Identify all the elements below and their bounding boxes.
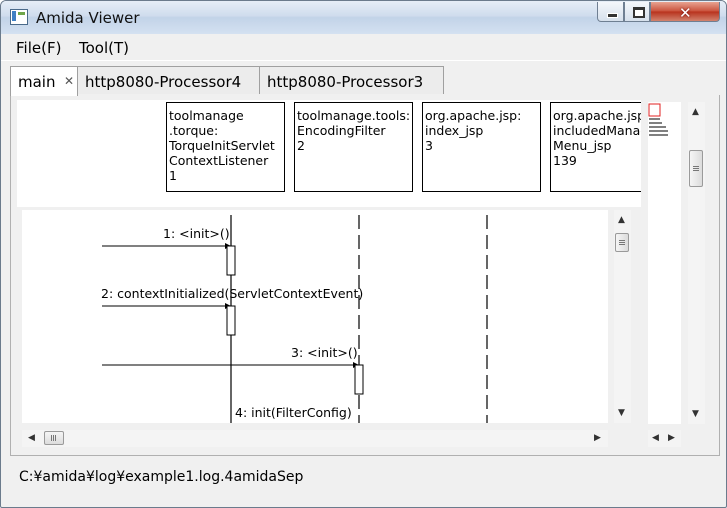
lifeline-box[interactable]: toolmanage.tools: EncodingFilter 2 [294, 102, 413, 192]
message-label-4: 4: init(FilterConfig) [235, 405, 352, 420]
minimize-icon [607, 13, 618, 18]
diagram-vertical-scrollbar[interactable]: ▲ ▼ [614, 210, 631, 423]
tab-close-icon[interactable]: ✕ [64, 74, 75, 88]
close-icon: ✕ [679, 4, 692, 22]
tab-bar: main ✕ http8080-Processor4 http8080-Proc… [10, 66, 718, 96]
scrollbar-thumb[interactable] [615, 233, 629, 252]
scroll-left-icon[interactable]: ◀ [28, 433, 35, 443]
scroll-down-icon[interactable]: ▼ [692, 409, 699, 419]
sequence-diagram-pane[interactable]: 1: <init>() 2: contextInitialized(Servle… [22, 210, 608, 423]
tab-http8080-processor4[interactable]: http8080-Processor4 [77, 66, 260, 94]
scroll-right-icon[interactable]: ▶ [594, 433, 601, 443]
lifeline-box[interactable]: toolmanage .torque: TorqueInitServlet Co… [166, 102, 285, 192]
minimize-button[interactable] [597, 2, 624, 22]
tab-content: toolmanage .torque: TorqueInitServlet Co… [10, 95, 720, 456]
scroll-down-icon[interactable]: ▼ [618, 408, 625, 418]
overview-viewport [648, 103, 661, 117]
scrollbar-thumb[interactable] [689, 150, 703, 187]
activation-box-3 [354, 364, 364, 395]
menu-file[interactable]: File(F) [16, 39, 62, 57]
status-path: C:¥amida¥log¥example1.log.4amidaSep [19, 469, 304, 485]
lifeline-box[interactable]: org.apache.jsp: includedManag Menu_jsp 1… [550, 102, 641, 192]
overview-thumbnail[interactable] [648, 102, 681, 424]
scroll-up-icon[interactable]: ▲ [618, 215, 625, 225]
window-title: Amida Viewer [36, 9, 140, 27]
diagram-horizontal-scrollbar[interactable]: ◀ ▶ [22, 430, 608, 447]
maximize-icon [633, 7, 645, 18]
tab-label: http8080-Processor4 [85, 73, 242, 91]
tab-label: http8080-Processor3 [267, 73, 424, 91]
overview-vertical-scrollbar[interactable]: ▲ ▼ [688, 102, 705, 424]
scroll-left-icon[interactable]: ◀ [652, 433, 659, 443]
tab-label: main [18, 73, 56, 91]
scroll-up-icon[interactable]: ▲ [692, 107, 699, 117]
title-bar[interactable]: Amida Viewer ✕ [1, 1, 726, 34]
app-icon [10, 9, 28, 25]
activation-box-1 [226, 245, 236, 276]
activation-box-2 [226, 305, 236, 336]
scrollbar-thumb[interactable] [44, 431, 64, 445]
scroll-right-icon[interactable]: ▶ [668, 433, 675, 443]
menu-bar: File(F) Tool(T) [1, 34, 726, 61]
maximize-button[interactable] [624, 2, 650, 22]
close-button[interactable]: ✕ [650, 2, 720, 22]
overview-minimap [648, 103, 668, 136]
overview-horizontal-scrollbar[interactable]: ◀ ▶ [648, 430, 681, 447]
menu-tool[interactable]: Tool(T) [79, 39, 130, 57]
lifeline-box[interactable]: org.apache.jsp: index_jsp 3 [422, 102, 541, 192]
tab-http8080-processor3[interactable]: http8080-Processor3 [259, 66, 444, 94]
sequence-diagram: 1: <init>() 2: contextInitialized(Servle… [101, 215, 488, 423]
message-label-3: 3: <init>() [291, 345, 358, 360]
message-label-2: 2: contextInitialized(ServletContextEven… [101, 286, 363, 301]
tab-main[interactable]: main ✕ [10, 66, 78, 96]
lifeline-header-pane: toolmanage .torque: TorqueInitServlet Co… [17, 100, 641, 207]
message-label-1: 1: <init>() [163, 226, 230, 241]
